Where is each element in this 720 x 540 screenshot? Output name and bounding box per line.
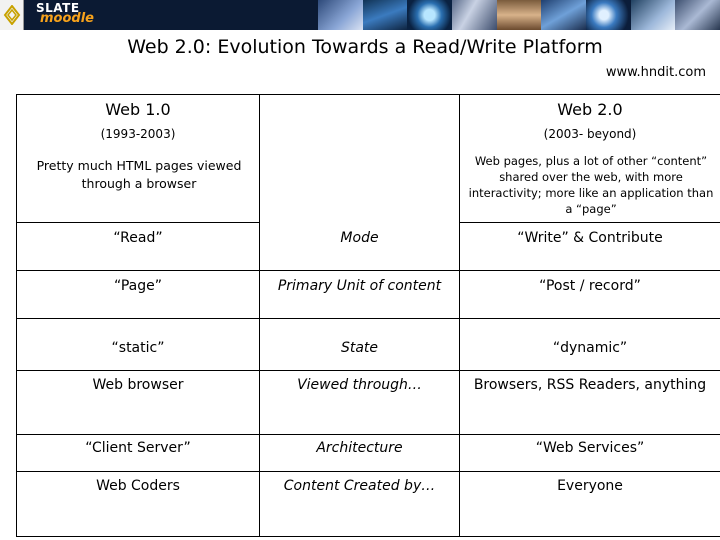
- slide-title: Web 2.0: Evolution Towards a Read/Write …: [127, 36, 603, 58]
- dimension-cell: Content Created by…: [259, 471, 460, 537]
- web1-cell: “Read”: [16, 222, 260, 271]
- source-url: www.hndit.com: [605, 65, 706, 80]
- dimension-cell: Viewed through…: [259, 370, 460, 435]
- renault-logo: [0, 0, 24, 30]
- comparison-table: Web 1.0 (1993-2003) Pretty much HTML pag…: [16, 94, 720, 537]
- banner-photo-collage: [318, 0, 720, 30]
- table-row: “Client Server” Architecture “Web Servic…: [16, 434, 720, 472]
- web1-cell: “Page”: [16, 270, 260, 319]
- web1-cell: Web browser: [16, 370, 260, 435]
- web1-cell: Web Coders: [16, 471, 260, 537]
- dimension-header-cell: [259, 94, 460, 223]
- web1-description: Pretty much HTML pages viewed through a …: [36, 158, 242, 191]
- web2-cell: Everyone: [459, 471, 720, 537]
- collage-tile: [452, 0, 497, 30]
- diamond-logo-icon: [3, 5, 21, 25]
- web1-cell: “static”: [16, 318, 260, 371]
- table-header-row: Web 1.0 (1993-2003) Pretty much HTML pag…: [16, 94, 720, 223]
- table-row: “static” State “dynamic”: [16, 318, 720, 371]
- dimension-cell: State: [259, 318, 460, 371]
- web1-header-cell: Web 1.0 (1993-2003) Pretty much HTML pag…: [16, 94, 260, 223]
- brand-top-text: SLATE: [36, 1, 80, 15]
- web2-cell: “Web Services”: [459, 434, 720, 472]
- table-row: “Page” Primary Unit of content “Post / r…: [16, 270, 720, 319]
- collage-tile: [541, 0, 587, 30]
- collage-tile: [630, 0, 676, 30]
- web2-header-cell: Web 2.0 (2003- beyond) Web pages, plus a…: [459, 94, 720, 223]
- collage-tile: [675, 0, 720, 30]
- web2-years: (2003- beyond): [543, 127, 637, 141]
- collage-tile: [586, 0, 631, 30]
- web2-cell: “dynamic”: [459, 318, 720, 371]
- collage-tile: [407, 0, 453, 30]
- collage-tile: [496, 0, 542, 30]
- web2-description: Web pages, plus a lot of other “content”…: [468, 154, 714, 216]
- table-row: Web Coders Content Created by… Everyone: [16, 471, 720, 537]
- header-banner: SLATE moodle: [0, 0, 720, 30]
- web2-cell: “Write” & Contribute: [459, 222, 720, 271]
- collage-tile: [318, 0, 363, 30]
- web2-cell: “Post / record”: [459, 270, 720, 319]
- web1-heading: Web 1.0: [105, 100, 171, 119]
- web1-cell: “Client Server”: [16, 434, 260, 472]
- dimension-cell: Architecture: [259, 434, 460, 472]
- table-row: “Read” Mode “Write” & Contribute: [16, 222, 720, 271]
- slate-moodle-logo: SLATE moodle: [30, 1, 130, 28]
- collage-tile: [362, 0, 408, 30]
- dimension-cell: Primary Unit of content: [259, 270, 460, 319]
- web2-heading: Web 2.0: [557, 100, 623, 119]
- table-row: Web browser Viewed through… Browsers, RS…: [16, 370, 720, 435]
- web1-years: (1993-2003): [100, 127, 176, 141]
- brand-bottom-text: moodle: [40, 11, 94, 26]
- dimension-cell: Mode: [259, 222, 460, 271]
- web2-cell: Browsers, RSS Readers, anything: [459, 370, 720, 435]
